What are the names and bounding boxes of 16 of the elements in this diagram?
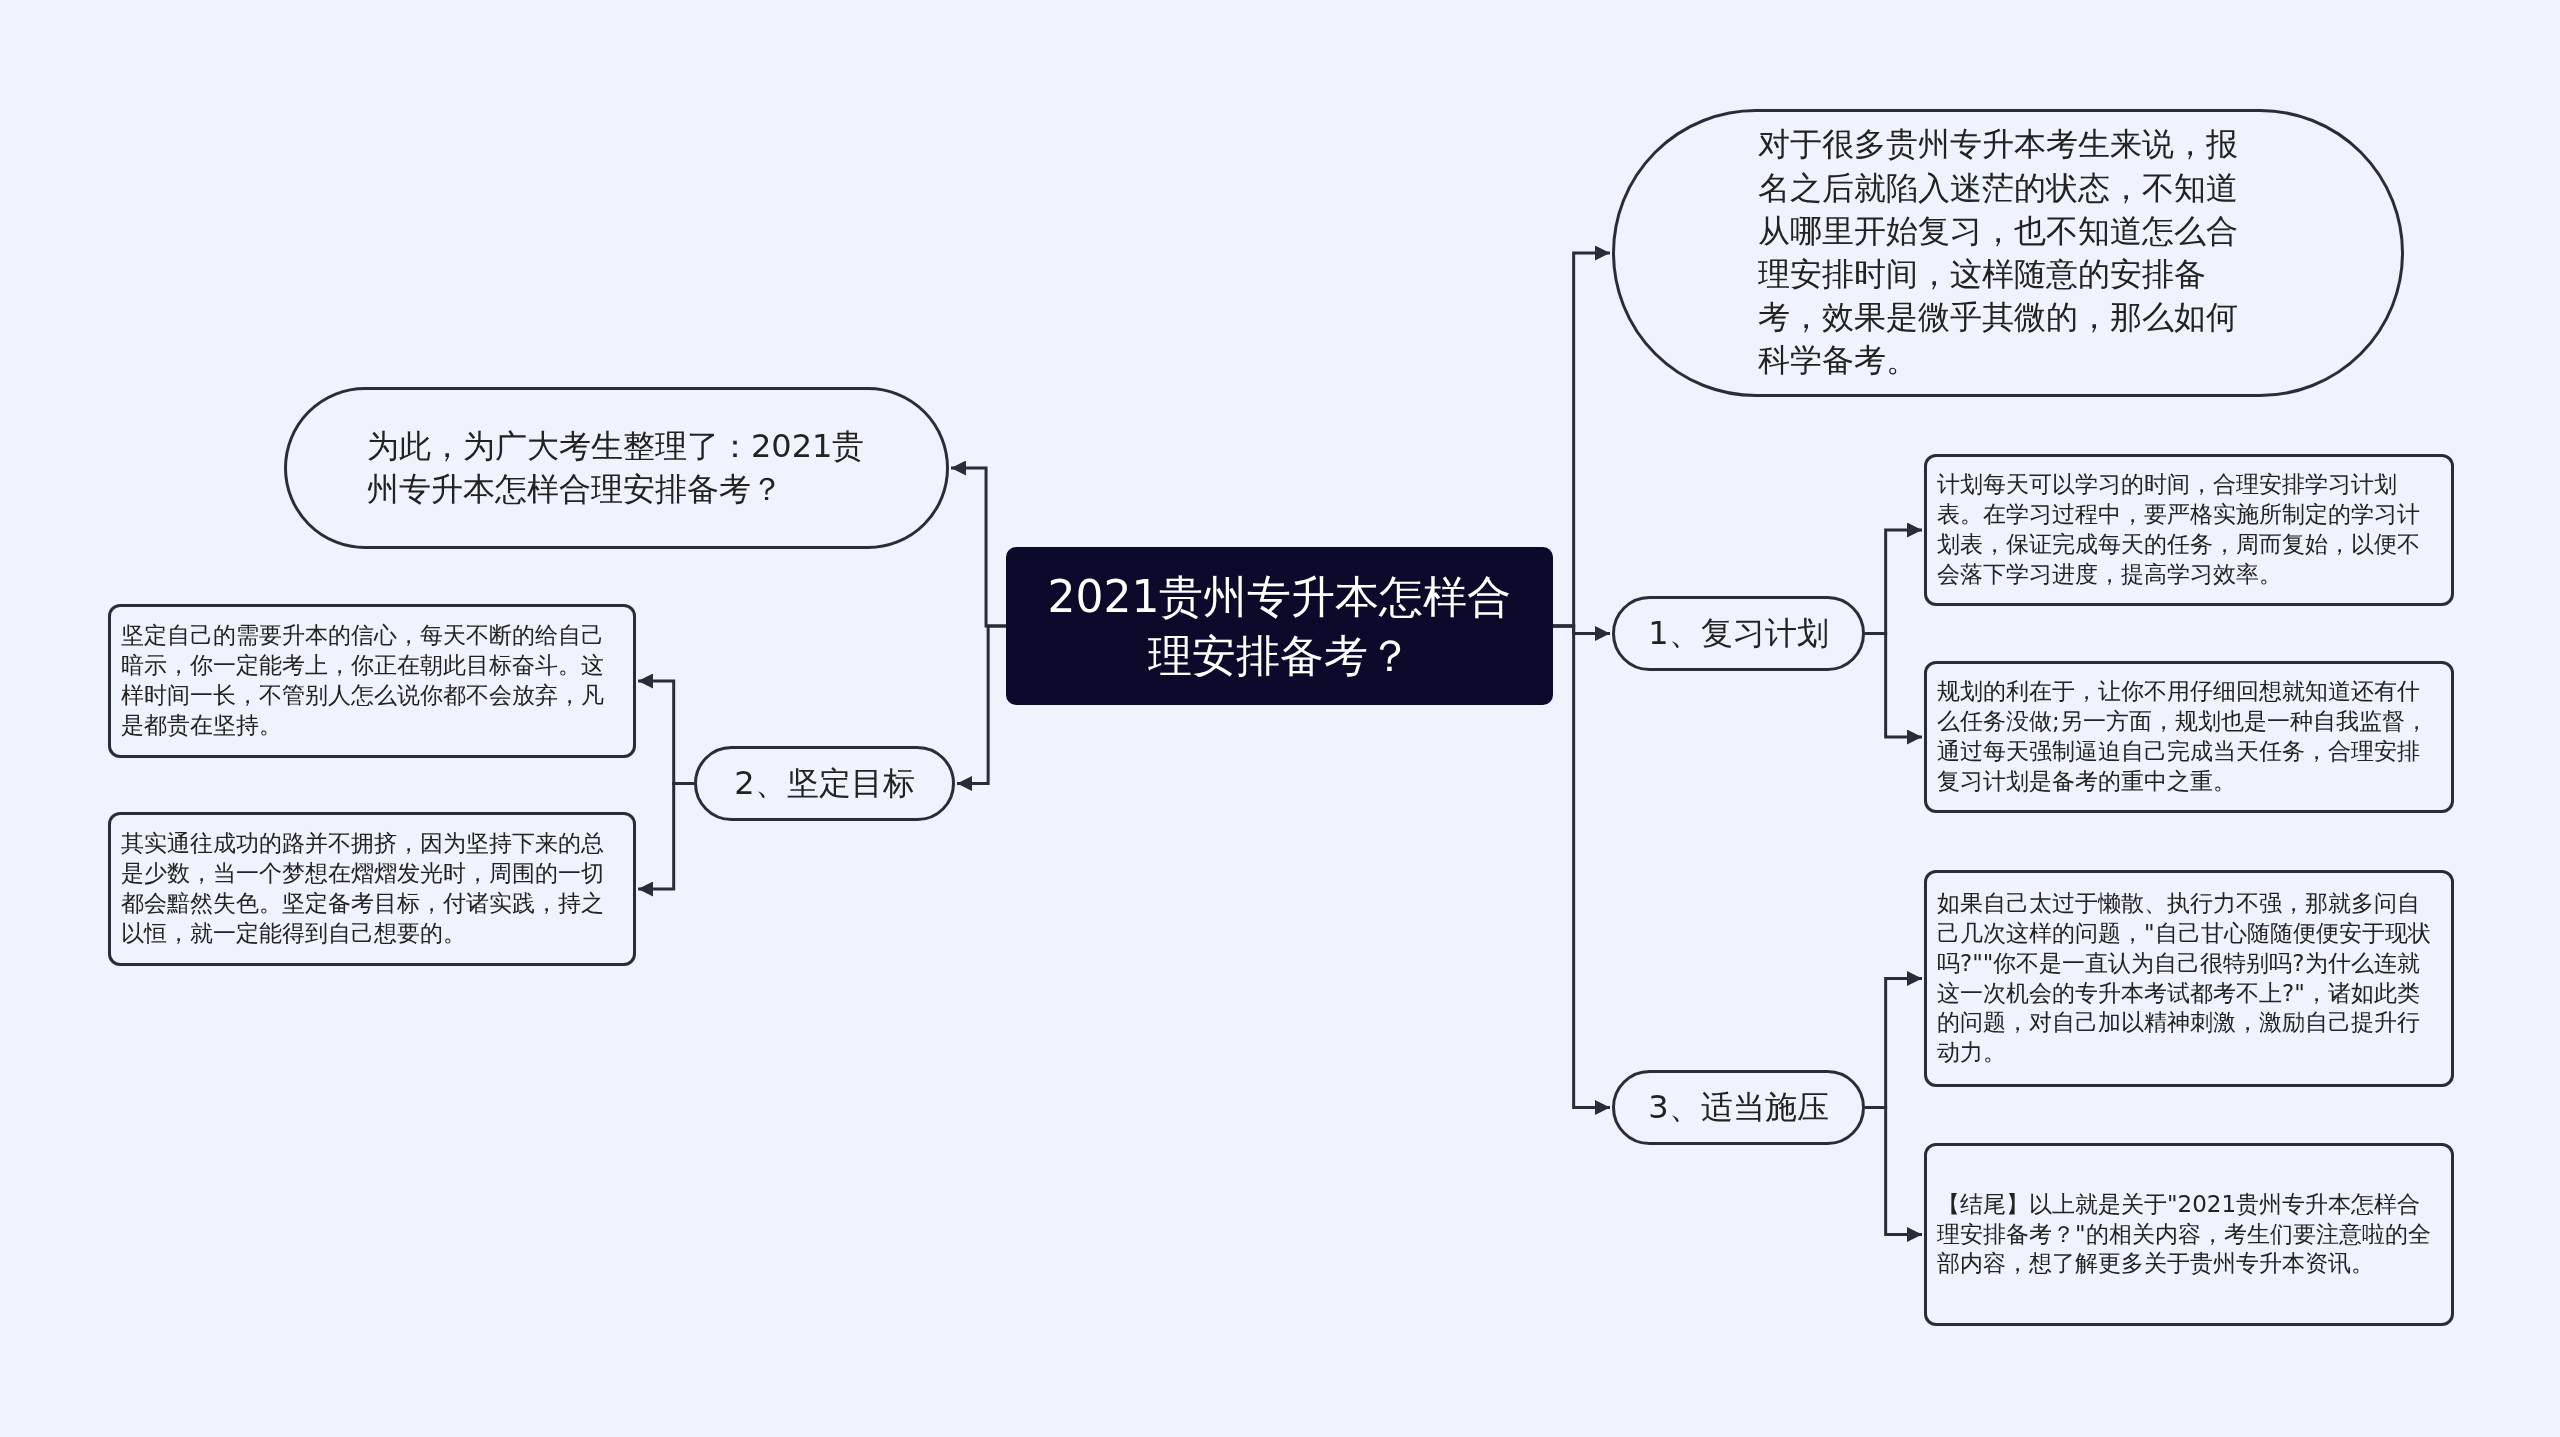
rounded-text-box: 为此，为广大考生整理了：2021贵州专升本怎样合理安排备考？ xyxy=(284,387,949,549)
note-box: 规划的利在于，让你不用仔细回想就知道还有什么任务没做;另一方面，规划也是一种自我监督，通过每天强制逼迫自己完成当天任务，合理安排复习计划是备考的重中之重。 xyxy=(1924,661,2454,813)
note-box: 计划每天可以学习的时间，合理安排学习计划表。在学习过程中，要严格实施所制定的学习计划表，保证完成每天的任务，周而复始，以便不会落下学习进度，提高学习效率。 xyxy=(1924,454,2454,606)
topic-box: 3、适当施压 xyxy=(1612,1070,1865,1145)
connector-arrow xyxy=(957,624,1006,791)
note-box: 坚定自己的需要升本的信心，每天不断的给自己暗示，你一定能考上，你正在朝此目标奋斗。这样时间一长，不管别人怎么说你都不会放弃，凡是都贵在坚持。 xyxy=(108,604,636,758)
rounded-text-box: 对于很多贵州专升本考生来说，报名之后就陷入迷茫的状态，不知道从哪里开始复习，也不知道怎么合理安排时间，这样随意的安排备考，效果是微乎其微的，那么如何科学备考。 xyxy=(1612,109,2404,397)
note-box: 如果自己太过于懒散、执行力不强，那就多问自己几次这样的问题，"自己甘心随随便便安于现状吗?""你不是一直认为自己很特别吗?为什么连就这一次机会的专升本考试都考不上?"，诸如此类的问题，对自己加以精神刺激，激励自己提升行动力。 xyxy=(1924,870,2454,1087)
note-box: 其实通往成功的路并不拥挤，因为坚持下来的总是少数，当一个梦想在熠熠发光时，周围的一切都会黯然失色。坚定备考目标，付诸实践，持之以恒，就一定能得到自己想要的。 xyxy=(108,812,636,966)
topic-box: 2、坚定目标 xyxy=(694,746,955,821)
topic-box: 1、复习计划 xyxy=(1612,596,1865,671)
connector-arrow xyxy=(1553,624,1610,1115)
central-topic-box: 2021贵州专升本怎样合理安排备考？ xyxy=(1006,547,1553,705)
connector-arrow xyxy=(1865,632,1922,745)
connector-arrow xyxy=(1865,1106,1922,1242)
note-box: 【结尾】以上就是关于"2021贵州专升本怎样合理安排备考？"的相关内容，考生们要注意啦的全部内容，想了解更多关于贵州专升本资讯。 xyxy=(1924,1143,2454,1326)
